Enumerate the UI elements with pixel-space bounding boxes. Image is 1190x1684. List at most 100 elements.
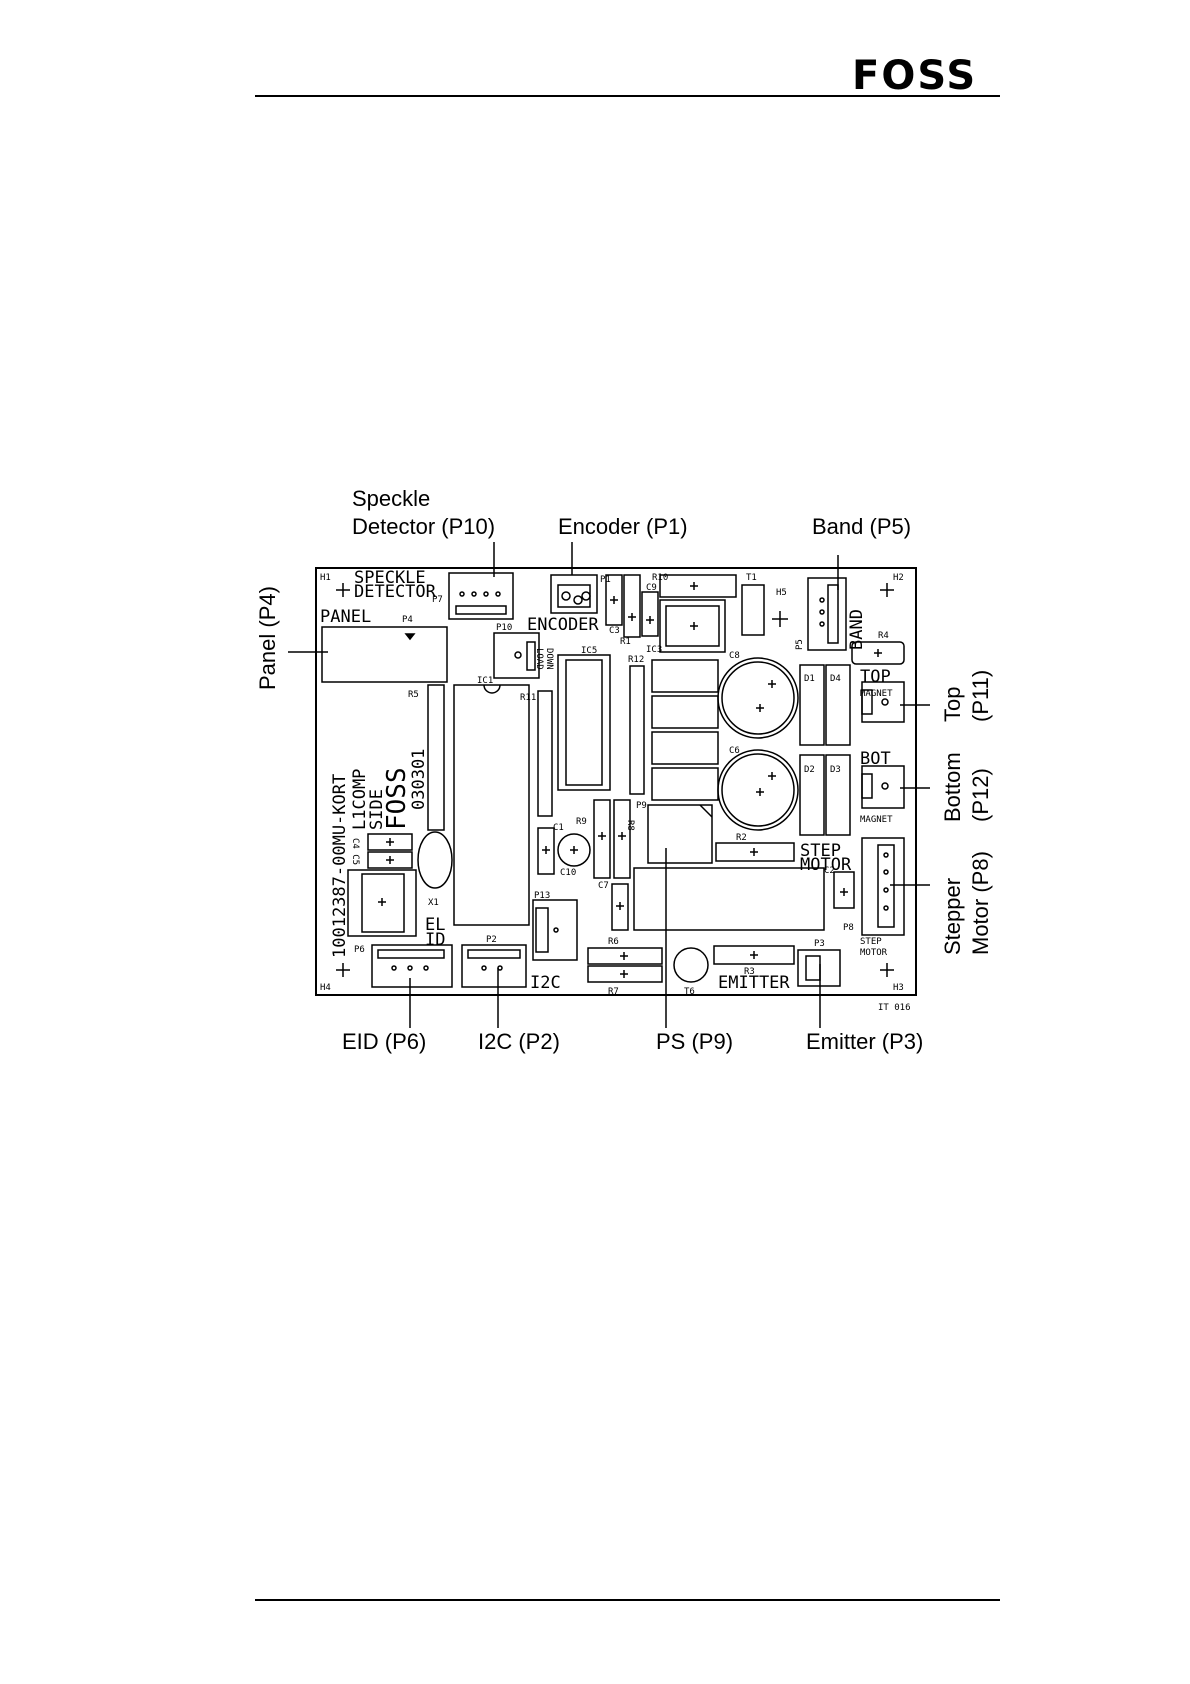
ic5 xyxy=(557,654,611,791)
ref-t1: T1 xyxy=(746,573,757,583)
resistor-lower xyxy=(611,883,629,931)
ref-p4: P4 xyxy=(402,615,413,625)
ic2 xyxy=(347,869,417,937)
ref-p5: P5 xyxy=(795,639,805,650)
ref-p8: P8 xyxy=(843,923,854,933)
ref-p9: P9 xyxy=(636,801,647,811)
silk-magnet-bot: MAGNET xyxy=(860,815,893,825)
ref-r12: R12 xyxy=(628,655,644,665)
resistor-r3 xyxy=(713,945,795,965)
connector-p2 xyxy=(461,944,527,988)
capacitor-c2 xyxy=(833,871,855,909)
resistor-r4 xyxy=(851,641,905,665)
silk-panel: PANEL xyxy=(320,607,371,627)
ref-d1: D1 xyxy=(804,674,815,684)
resistor-left xyxy=(537,827,555,875)
callout-ps: PS (P9) xyxy=(656,1029,734,1054)
ref-c8: C8 xyxy=(729,651,740,661)
ref-t6: T6 xyxy=(684,987,695,997)
silk-id: ID xyxy=(425,930,445,950)
ref-r2: R2 xyxy=(736,833,747,843)
resistor-r11 xyxy=(537,690,553,817)
ref-r3: R3 xyxy=(744,967,755,977)
resistor-r5 xyxy=(427,684,445,831)
silk-speckle: SPECKLE xyxy=(354,568,426,588)
ref-ic1: IC1 xyxy=(477,676,493,686)
callout-leaders xyxy=(288,542,930,1028)
ref-p13: P13 xyxy=(534,891,550,901)
capacitor-c4-c5 xyxy=(367,833,413,869)
ref-h5: H5 xyxy=(776,588,787,598)
callout-emitter: Emitter (P3) xyxy=(806,1029,924,1054)
callout-encoder: Encoder (P1) xyxy=(558,514,688,539)
silk-emitter: EMITTER xyxy=(718,973,790,993)
ref-p6: P6 xyxy=(354,945,365,955)
connector-p10 xyxy=(493,632,540,679)
resistor-r12 xyxy=(629,665,645,795)
silk-band: BAND xyxy=(847,609,867,650)
ref-h3: H3 xyxy=(893,983,904,993)
callout-speckle-line1: Speckle xyxy=(352,486,431,511)
callout-stepper: Stepper xyxy=(940,877,965,955)
ref-h2: H2 xyxy=(893,573,904,583)
ref-x1: X1 xyxy=(428,898,439,908)
silk-top: TOP xyxy=(860,667,891,687)
silk-el: EL xyxy=(425,915,445,935)
callout-top: Top xyxy=(940,686,965,722)
ref-r7: R7 xyxy=(608,987,619,997)
callout-band: Band (P5) xyxy=(812,514,912,539)
silk-step: STEP xyxy=(800,841,841,861)
figure-id: IT 016 xyxy=(878,1003,911,1013)
silk-motor-small: MOTOR xyxy=(860,948,888,958)
ic1 xyxy=(453,684,530,926)
callout-stepper-p: Motor (P8) xyxy=(968,851,993,955)
connector-p3 xyxy=(797,949,841,987)
silk-side: SIDE xyxy=(367,789,387,830)
ref-c6: C6 xyxy=(729,746,740,756)
silk-l1comp: L1COMP xyxy=(350,769,370,830)
silk-step-small: STEP xyxy=(860,937,882,947)
ref-p2: P2 xyxy=(486,935,497,945)
ref-r10: R10 xyxy=(652,573,668,583)
ref-r5: R5 xyxy=(408,690,419,700)
ref-ic3: IC3 xyxy=(646,645,662,655)
connector-p13 xyxy=(532,899,578,961)
connector-p5 xyxy=(807,577,847,651)
ref-d2: D2 xyxy=(804,765,815,775)
silk-detector: DETECTOR xyxy=(354,582,437,602)
resistor-left-mark xyxy=(542,846,550,854)
transistor-t6 xyxy=(673,947,709,983)
foss-logo: FOSS xyxy=(852,53,978,99)
silk-i2c: I2C xyxy=(530,973,561,993)
connector-p11 xyxy=(861,681,905,723)
resistor-r2 xyxy=(715,842,795,862)
ref-r6: R6 xyxy=(608,937,619,947)
mounting-holes xyxy=(336,583,894,977)
callout-top-p: (P11) xyxy=(968,669,993,722)
ref-c10: C10 xyxy=(560,868,576,878)
header-rule xyxy=(255,95,1000,97)
callout-panel: Panel (P4) xyxy=(255,586,280,690)
silk-bot: BOT xyxy=(860,749,891,769)
silk-encoder: ENCODER xyxy=(527,615,599,635)
ic-long xyxy=(633,867,825,931)
connector-p6 xyxy=(371,944,453,988)
capacitor-c6 xyxy=(717,749,799,831)
ref-r8: R8 xyxy=(625,820,635,831)
resistors-r6-r7 xyxy=(587,947,663,983)
ref-p7: P7 xyxy=(432,595,443,605)
ref-c7: C7 xyxy=(598,881,609,891)
silk-magnet-top: MAGNET xyxy=(860,689,893,699)
callout-speckle-line2: Detector (P10) xyxy=(352,514,496,539)
callout-eid: EID (P6) xyxy=(342,1029,427,1054)
connector-p12 xyxy=(861,765,905,809)
diodes xyxy=(799,664,851,836)
connector-p9 xyxy=(647,804,713,864)
transistor-t1 xyxy=(741,584,765,636)
connector-p4 xyxy=(321,626,448,683)
board-outline xyxy=(315,567,917,996)
ref-r4: R4 xyxy=(878,631,889,641)
callout-bottom: Bottom xyxy=(940,752,965,822)
ref-c4c5: C4 C5 xyxy=(350,838,360,865)
